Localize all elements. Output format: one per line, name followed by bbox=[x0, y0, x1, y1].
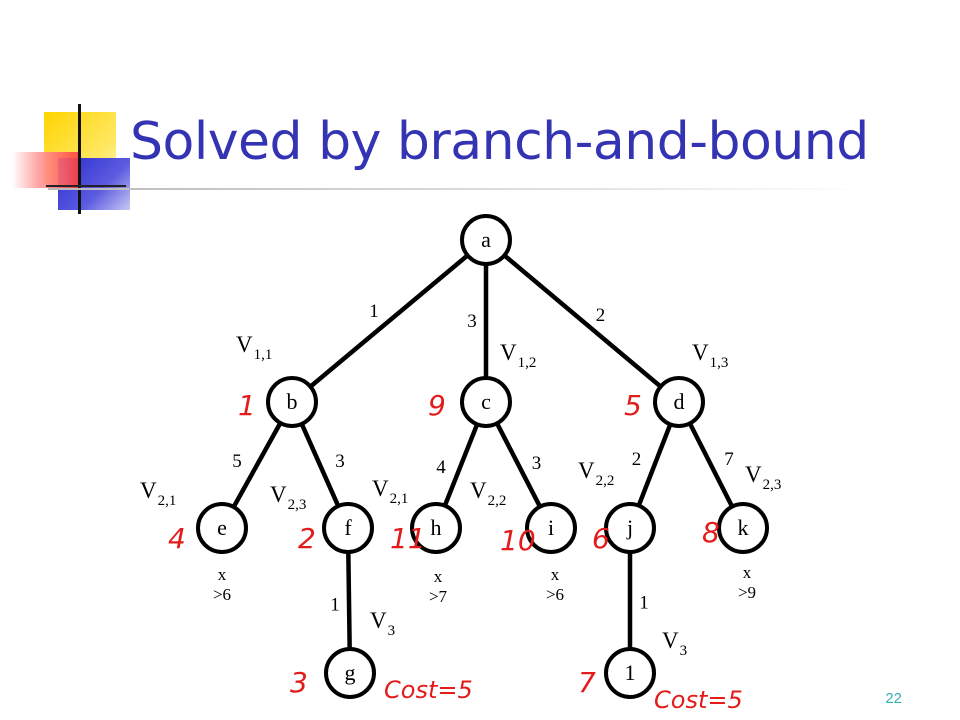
node-g bbox=[324, 647, 376, 699]
edge-c-i bbox=[495, 422, 542, 508]
deco-red-square bbox=[12, 152, 78, 188]
bound-annotation-e: 4 bbox=[168, 522, 186, 555]
edge-a-d bbox=[502, 253, 663, 389]
node-label-g: g bbox=[345, 660, 356, 685]
bound-annotation-h: 11 bbox=[390, 522, 426, 555]
deco-vertical-line bbox=[78, 104, 81, 214]
title-underline bbox=[48, 188, 868, 190]
edge-weight-b-f: 3 bbox=[335, 451, 345, 472]
edge-weight-b-e: 5 bbox=[232, 451, 242, 472]
edge-d-k bbox=[687, 422, 735, 508]
variable-label-f: V2,3 bbox=[270, 482, 306, 513]
node-label-d: d bbox=[674, 389, 685, 414]
edge-weight-a-b: 1 bbox=[369, 301, 379, 322]
bound-annotation-j: 6 bbox=[592, 522, 610, 555]
bound-annotation-i: 10 bbox=[500, 524, 536, 557]
edge-weight-c-h: 4 bbox=[436, 457, 446, 478]
prune-bound-k: >9 bbox=[738, 583, 756, 602]
node-label-a: a bbox=[481, 227, 491, 252]
variable-label-e: V2,1 bbox=[140, 478, 176, 509]
prune-bound-i: >6 bbox=[546, 585, 564, 604]
node-d bbox=[653, 376, 705, 428]
node-label-h: h bbox=[431, 515, 442, 540]
node-label-f: f bbox=[344, 515, 352, 540]
prune-mark-h: x bbox=[434, 567, 443, 586]
nodes-layer bbox=[196, 214, 769, 699]
node-label-l: 1 bbox=[625, 660, 636, 685]
node-f bbox=[322, 502, 374, 554]
node-label-i: i bbox=[548, 515, 554, 540]
bound-annotation-d: 5 bbox=[624, 389, 642, 422]
node-label-k: k bbox=[738, 515, 749, 540]
variable-label-j: V2,2 bbox=[578, 458, 614, 489]
variable-label-l: V3 bbox=[662, 628, 687, 659]
variable-label-k: V2,3 bbox=[745, 462, 781, 493]
node-j bbox=[604, 502, 656, 554]
prune-mark-k: x bbox=[743, 563, 752, 582]
edge-d-j bbox=[636, 423, 673, 507]
node-label-j: j bbox=[626, 515, 633, 540]
edge-weight-d-k: 7 bbox=[724, 449, 734, 470]
bound-annotation-b: 1 bbox=[238, 389, 256, 422]
prune-bound-h: >7 bbox=[429, 587, 448, 606]
prune-mark-e: x bbox=[218, 565, 227, 584]
slide-number: 22 bbox=[885, 690, 902, 707]
edge-weight-j-l: 1 bbox=[639, 593, 649, 614]
cost-label-g: Cost=5 bbox=[384, 676, 473, 704]
edges-layer bbox=[231, 253, 735, 650]
node-label-c: c bbox=[481, 389, 491, 414]
node-l bbox=[604, 647, 656, 699]
variable-label-c: V1,2 bbox=[500, 340, 536, 371]
edge-f-g bbox=[346, 551, 352, 650]
deco-horizontal-line bbox=[46, 185, 126, 187]
slide-title: Solved by branch-and-bound bbox=[130, 112, 869, 172]
variable-label-b: V1,1 bbox=[236, 332, 272, 363]
bound-annotation-g: 3 bbox=[290, 666, 308, 699]
node-e bbox=[196, 502, 248, 554]
node-label-b: b bbox=[287, 389, 298, 414]
node-label-e: e bbox=[217, 515, 227, 540]
edge-weight-f-g: 1 bbox=[330, 595, 340, 616]
bound-annotation-l: 7 bbox=[578, 666, 596, 699]
edge-weight-a-d: 2 bbox=[596, 305, 606, 326]
node-c bbox=[460, 376, 512, 428]
node-h bbox=[410, 502, 462, 554]
variable-label-i: V2,2 bbox=[470, 478, 506, 509]
edge-b-e bbox=[231, 421, 283, 509]
bound-annotation-c: 9 bbox=[428, 389, 446, 422]
prune-mark-i: x bbox=[551, 565, 560, 584]
cost-label-l: Cost=5 bbox=[654, 686, 743, 714]
node-i bbox=[525, 502, 577, 554]
edge-a-b bbox=[308, 253, 470, 389]
node-k bbox=[717, 502, 769, 554]
edge-weight-d-j: 2 bbox=[632, 449, 642, 470]
bound-annotation-k: 8 bbox=[702, 516, 720, 549]
variable-label-d: V1,3 bbox=[692, 340, 728, 371]
edge-c-h bbox=[442, 423, 480, 507]
variable-label-g: V3 bbox=[370, 608, 395, 639]
edge-weight-c-i: 3 bbox=[532, 453, 542, 474]
bound-annotation-f: 2 bbox=[298, 522, 316, 555]
node-a bbox=[460, 214, 512, 266]
variable-label-h: V2,1 bbox=[372, 476, 408, 507]
edge-b-f bbox=[299, 423, 341, 507]
edge-weight-a-c: 3 bbox=[467, 311, 477, 332]
node-b bbox=[266, 376, 318, 428]
prune-bound-e: >6 bbox=[213, 585, 231, 604]
